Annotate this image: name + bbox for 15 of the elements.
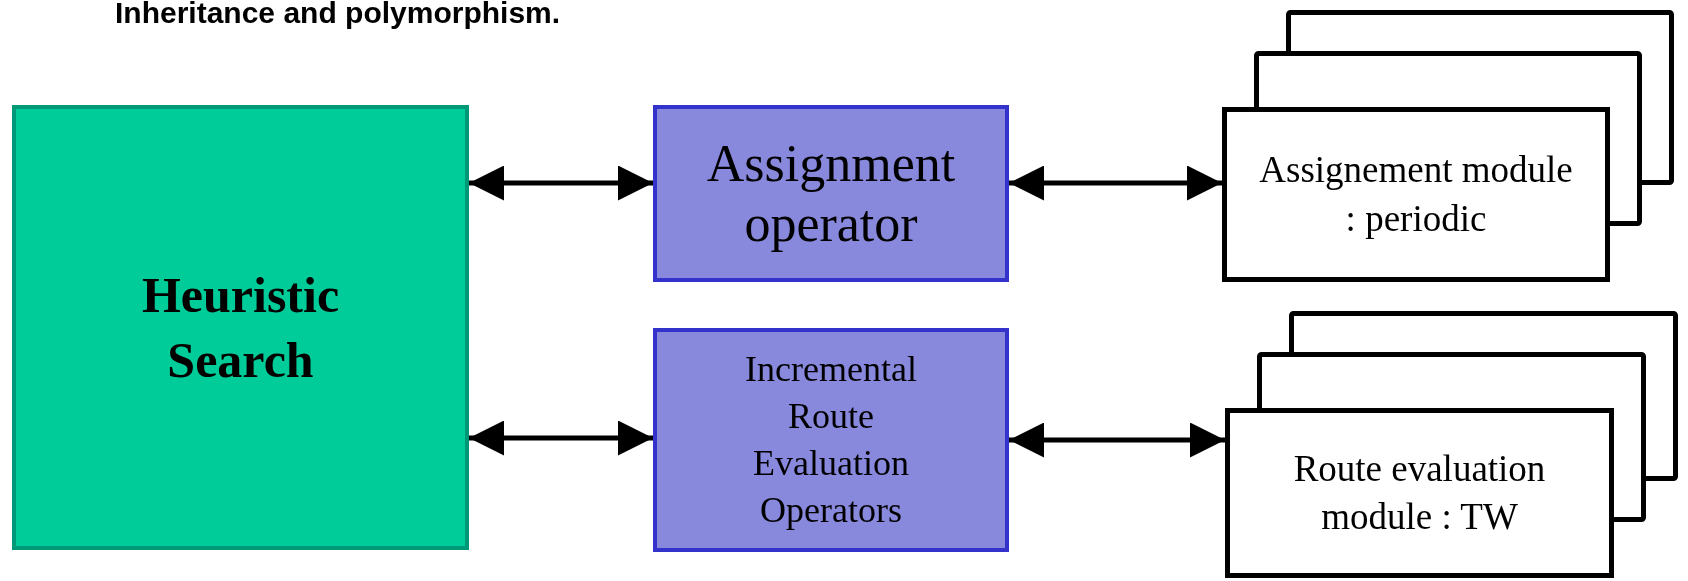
node-label: Assignement module : periodic (1258, 148, 1574, 241)
module-box (1225, 408, 1614, 578)
process-box (12, 105, 469, 550)
double-arrow (1009, 165, 1222, 201)
double-arrow (469, 165, 653, 201)
node-label: Incremental Route Evaluation Operators (744, 348, 918, 532)
heading: Inheritance and polymorphism. (115, 0, 561, 30)
operator-box (653, 105, 1009, 282)
node-label: Assignment operator (705, 133, 957, 254)
module-box (1222, 107, 1610, 282)
operator-box (653, 328, 1009, 552)
node-label: Heuristic Search (140, 265, 341, 390)
double-arrow (469, 420, 653, 456)
node-label: Route evaluation module : TW (1292, 446, 1547, 539)
double-arrow (1009, 422, 1225, 458)
